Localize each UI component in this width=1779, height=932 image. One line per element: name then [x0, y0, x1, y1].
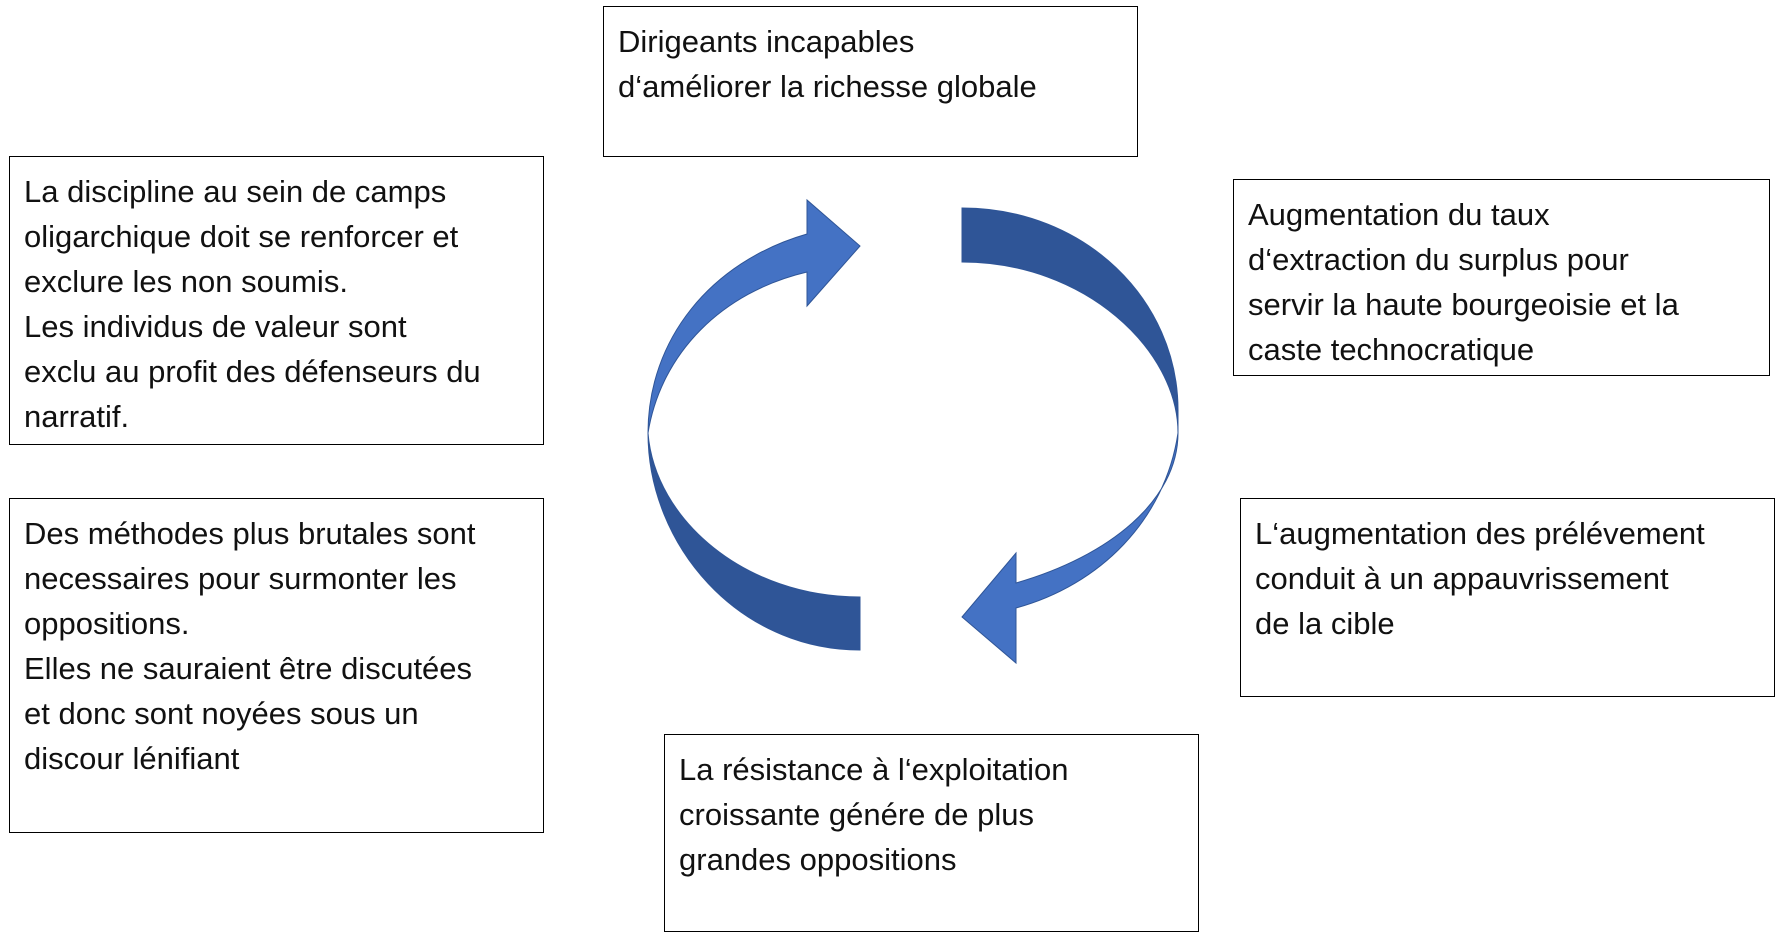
- box-right-top: Augmentation du taux d‘extraction du sur…: [1233, 179, 1770, 376]
- box-left-bottom-line-3: oppositions.: [24, 606, 190, 641]
- box-right-top-line-4: caste technocratique: [1248, 332, 1535, 367]
- box-right-bottom: L‘augmentation des prélévement conduit à…: [1240, 498, 1775, 697]
- cycle-arrow-upper-right: [961, 207, 1179, 434]
- box-left-top-line-4: Les individus de valeur sont: [24, 309, 407, 344]
- box-left-bottom-line-4: Elles ne sauraient être discutées: [24, 651, 473, 686]
- box-right-top-line-1: Augmentation du taux: [1248, 197, 1550, 232]
- box-bottom-line-3: grandes oppositions: [679, 842, 957, 877]
- cycle-arrow-lower-right: [961, 432, 1179, 665]
- box-left-bottom-line-2: necessaires pour surmonter les: [24, 561, 457, 596]
- box-left-top-line-3: exclure les non soumis.: [24, 264, 348, 299]
- cycle-arrow-upper-left: [647, 198, 861, 434]
- box-bottom-line-2: croissante génére de plus: [679, 797, 1035, 832]
- box-right-top-line-3: servir la haute bourgeoisie et la: [1248, 287, 1679, 322]
- box-left-top: La discipline au sein de camps oligarchi…: [9, 156, 544, 445]
- box-right-bottom-line-1: L‘augmentation des prélévement: [1255, 516, 1705, 551]
- box-top-line-2: d‘améliorer la richesse globale: [618, 69, 1037, 104]
- box-bottom: La résistance à l‘exploitation croissant…: [664, 734, 1199, 932]
- box-left-top-line-1: La discipline au sein de camps: [24, 174, 447, 209]
- box-left-top-line-6: narratif.: [24, 399, 130, 434]
- box-right-bottom-line-2: conduit à un appauvrissement: [1255, 561, 1669, 596]
- box-left-bottom: Des méthodes plus brutales sont necessai…: [9, 498, 544, 833]
- box-left-bottom-line-1: Des méthodes plus brutales sont: [24, 516, 476, 551]
- box-bottom-line-1: La résistance à l‘exploitation: [679, 752, 1069, 787]
- box-right-bottom-line-3: de la cible: [1255, 606, 1395, 641]
- box-right-top-line-2: d‘extraction du surplus pour: [1248, 242, 1629, 277]
- box-left-bottom-line-5: et donc sont noyées sous un: [24, 696, 419, 731]
- box-left-bottom-line-6: discour lénifiant: [24, 741, 240, 776]
- box-left-top-line-5: exclu au profit des défenseurs du: [24, 354, 481, 389]
- box-top: Dirigeants incapables d‘améliorer la ric…: [603, 6, 1138, 157]
- cycle-arrow-lower-left: [647, 432, 861, 651]
- box-left-top-line-2: oligarchique doit se renforcer et: [24, 219, 459, 254]
- box-top-line-1: Dirigeants incapables: [618, 24, 915, 59]
